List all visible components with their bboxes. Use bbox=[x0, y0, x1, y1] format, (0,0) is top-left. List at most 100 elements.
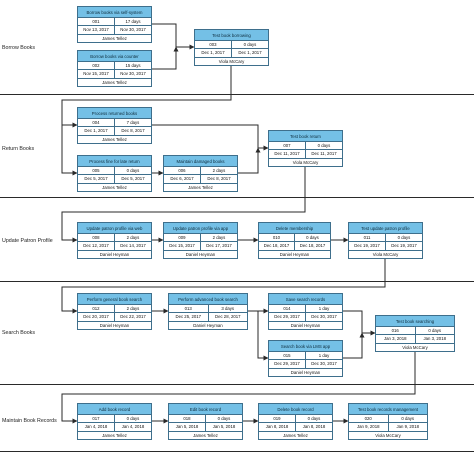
task-end: Dec 5, 2017 bbox=[114, 175, 151, 183]
task-duration: 7 days bbox=[114, 119, 151, 127]
task-title: Process fine for late return bbox=[78, 156, 151, 167]
task-id: 004 bbox=[92, 120, 100, 126]
task-title: Perform advanced book search bbox=[169, 294, 247, 305]
task-id: 005 bbox=[92, 168, 100, 174]
task-duration: 0 days bbox=[205, 415, 242, 423]
task-duration: 0 days bbox=[305, 142, 342, 150]
task-start: Jan 8, 2018 bbox=[265, 424, 289, 430]
task-resource: Viola McCary bbox=[375, 432, 401, 438]
task-start: Dec 29, 2017 bbox=[274, 361, 300, 367]
lane-divider bbox=[0, 451, 474, 452]
task-duration: 15 days bbox=[114, 62, 151, 70]
lane-label-update: Update Patron Profile bbox=[2, 238, 53, 244]
task-end: Dec 30, 2017 bbox=[305, 313, 342, 321]
task-start: Dec 25, 2017 bbox=[175, 314, 202, 320]
task-duration: 0 days bbox=[387, 415, 428, 423]
task-id: 017 bbox=[92, 416, 100, 422]
task-start: Dec 6, 2017 bbox=[170, 176, 194, 182]
task-duration: 0 days bbox=[295, 415, 332, 423]
task-title: Perform general book search bbox=[78, 294, 151, 305]
task-duration: 17 days bbox=[114, 18, 151, 26]
task-title: Add book record bbox=[78, 404, 151, 415]
task-id: 010 bbox=[272, 235, 281, 241]
task-title: Update patron profile via web bbox=[78, 223, 151, 234]
task-start: Jan 4, 2018 bbox=[84, 424, 108, 430]
task-id: 016 bbox=[391, 328, 399, 334]
task-duration: 2 days bbox=[114, 305, 151, 313]
task-id: 007 bbox=[283, 143, 291, 149]
task-title: Borrow books via self-system bbox=[78, 7, 151, 18]
task-title: Test book return bbox=[269, 131, 342, 142]
task-duration: 0 days bbox=[294, 234, 330, 242]
lane-divider bbox=[0, 281, 474, 282]
task-duration: 0 days bbox=[114, 167, 151, 175]
task-resource: Daniel Heyman bbox=[290, 369, 321, 375]
task-id: 013 bbox=[184, 306, 192, 312]
dependency-arrow bbox=[152, 23, 195, 50]
task-duration: 2 days bbox=[114, 234, 151, 242]
task-id: 018 bbox=[183, 416, 191, 422]
task-id: 001 bbox=[92, 19, 100, 25]
task-id: 019 bbox=[273, 416, 281, 422]
task-end: Dec 1, 2017 bbox=[231, 49, 268, 57]
task-start: Dec 12, 2017 bbox=[83, 243, 109, 249]
task-resource: Daniel Heyman bbox=[185, 251, 216, 257]
task-end: Jan 9, 2018 bbox=[387, 423, 428, 431]
task-id: 009 bbox=[178, 235, 186, 241]
task-resource: Viola McCary bbox=[402, 344, 428, 350]
task-resource: Viola McCary bbox=[372, 251, 399, 257]
task-id: 002 bbox=[92, 63, 100, 69]
task-end: Dec 14, 2017 bbox=[114, 242, 151, 250]
task-end: Dec 17, 2017 bbox=[200, 242, 237, 250]
lane-divider bbox=[0, 384, 474, 385]
task-title: Save search records bbox=[269, 294, 342, 305]
task-id: 015 bbox=[283, 353, 291, 359]
task-resource: James Tellez bbox=[102, 79, 127, 85]
task-end: Dec 8, 2017 bbox=[200, 175, 237, 183]
lane-label-maintain: Maintain Book Records bbox=[2, 418, 57, 424]
task-title: Test book borrowing bbox=[195, 30, 268, 41]
task-start: Jan 9, 2018 bbox=[357, 424, 380, 430]
task-title: Search book via LMS app bbox=[269, 341, 342, 352]
task-id: 020 bbox=[364, 416, 372, 422]
task-end: Dec 18, 2017 bbox=[294, 242, 330, 250]
lane-divider bbox=[0, 197, 474, 198]
dependency-arrow bbox=[61, 125, 78, 176]
task-end: Dec 30, 2017 bbox=[305, 360, 342, 368]
dependency-arrow bbox=[152, 124, 269, 151]
task-resource: James Tellez bbox=[102, 432, 127, 438]
task-title: Edit book record bbox=[169, 404, 242, 415]
task-title: Delete book record bbox=[259, 404, 332, 415]
task-id: 014 bbox=[283, 306, 291, 312]
task-start: Dec 1, 2017 bbox=[201, 50, 225, 56]
dependency-arrow bbox=[238, 147, 261, 174]
task-title: Test update patron profile bbox=[349, 223, 422, 234]
task-end: Dec 22, 2017 bbox=[114, 313, 151, 321]
lane-label-borrow: Borrow Books bbox=[2, 45, 35, 51]
task-duration: 1 day bbox=[305, 352, 342, 360]
task-resource: James Tellez bbox=[102, 136, 127, 142]
task-resource: James Tellez bbox=[193, 432, 218, 438]
task-resource: James Tellez bbox=[102, 184, 127, 190]
task-end: Dec 11, 2017 bbox=[305, 150, 342, 158]
